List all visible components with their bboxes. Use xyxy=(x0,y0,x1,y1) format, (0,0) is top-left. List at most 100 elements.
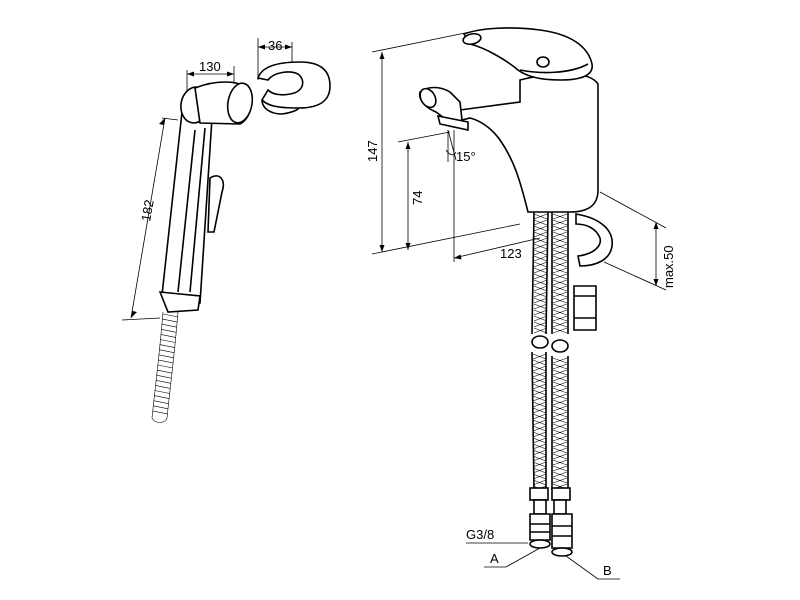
total-height-label: 147 xyxy=(365,140,380,162)
braid-line xyxy=(552,435,568,442)
braid-line xyxy=(532,395,547,402)
braid-line xyxy=(532,449,547,456)
braid-line xyxy=(533,243,548,250)
braid-line xyxy=(552,213,568,220)
braid-line xyxy=(158,354,174,359)
braid-line xyxy=(153,405,169,410)
braid-line xyxy=(532,437,547,444)
braid-line xyxy=(532,371,547,378)
braid-line xyxy=(552,459,568,466)
braid-line xyxy=(552,255,568,262)
braid-line xyxy=(155,385,171,389)
braid-line xyxy=(552,327,568,334)
braid-line xyxy=(552,399,568,406)
braid-line xyxy=(532,461,547,468)
braid-line xyxy=(533,225,548,232)
braid-line xyxy=(532,467,547,474)
braid-line xyxy=(533,219,548,226)
label-b: B xyxy=(603,563,612,578)
spout-height-label: 74 xyxy=(410,191,425,205)
braid-line xyxy=(162,318,178,323)
braid-line xyxy=(552,321,568,328)
braid-line xyxy=(533,315,548,322)
braid-line xyxy=(533,309,548,316)
braid-line xyxy=(532,455,547,462)
braid-line xyxy=(533,267,548,274)
braid-line xyxy=(156,369,173,374)
braid-line xyxy=(552,375,568,382)
label-a: A xyxy=(490,551,499,566)
braid-line xyxy=(160,334,176,338)
braid-line xyxy=(532,377,547,384)
braid-line xyxy=(533,321,548,328)
braid-line xyxy=(162,313,179,318)
hand-shower-dimensions: 130 36 182 xyxy=(121,38,293,321)
braid-line xyxy=(532,413,547,420)
braid-line xyxy=(552,477,568,484)
braid-line xyxy=(532,359,547,366)
braid-line xyxy=(552,405,568,412)
braid-line xyxy=(552,441,568,448)
faucet-dimensions: 147 74 15° 123 max.50 xyxy=(365,31,676,291)
spout-reach-label: 123 xyxy=(500,246,522,261)
braid-line xyxy=(154,395,170,399)
braid-line xyxy=(552,297,568,304)
thread-size-label: G3/8 xyxy=(466,527,494,542)
braid-line xyxy=(160,339,176,343)
braid-line xyxy=(156,374,172,379)
braid-line xyxy=(157,364,173,369)
braid-line xyxy=(552,243,568,250)
braid-line xyxy=(533,327,548,334)
braid-line xyxy=(533,249,548,256)
braid-line xyxy=(161,323,177,328)
braid-line xyxy=(552,465,568,472)
braid-line xyxy=(552,387,568,394)
braid-line xyxy=(157,359,174,364)
holder-depth-label: 36 xyxy=(268,38,282,53)
braid-line xyxy=(533,213,548,220)
braid-line xyxy=(532,401,547,408)
braid-line xyxy=(532,473,547,480)
braid-line xyxy=(161,329,177,333)
braid-line xyxy=(552,231,568,238)
braid-line xyxy=(552,453,568,460)
braid-line xyxy=(532,383,547,390)
connection-labels: G3/8 A B xyxy=(466,527,620,580)
braid-line xyxy=(153,400,169,404)
braid-line xyxy=(552,363,568,370)
braid-line xyxy=(552,291,568,298)
braid-line xyxy=(552,273,568,280)
braid-line xyxy=(533,297,548,304)
braid-line xyxy=(532,365,547,372)
wall-holder xyxy=(256,61,331,115)
braid-line xyxy=(552,423,568,430)
basin-faucet xyxy=(418,27,613,331)
braid-line xyxy=(532,425,547,432)
braid-line xyxy=(532,389,547,396)
braid-line xyxy=(552,219,568,226)
holder-width-label: 130 xyxy=(199,59,221,74)
braid-line xyxy=(552,225,568,232)
braid-line xyxy=(154,390,170,394)
braid-line xyxy=(552,471,568,478)
braid-line xyxy=(533,303,548,310)
braid-line xyxy=(533,255,548,262)
spout-angle-label: 15° xyxy=(456,149,476,164)
braid-line xyxy=(552,249,568,256)
braid-line xyxy=(532,443,547,450)
braid-line xyxy=(552,411,568,418)
braid-line xyxy=(532,353,547,360)
braid-line xyxy=(552,417,568,424)
braid-line xyxy=(532,419,547,426)
braid-line xyxy=(532,431,547,438)
braid-line xyxy=(552,315,568,322)
supply-hoses xyxy=(529,211,573,557)
braid-line xyxy=(552,237,568,244)
braid-line xyxy=(552,303,568,310)
braid-line xyxy=(533,279,548,286)
braid-line xyxy=(552,429,568,436)
braid-line xyxy=(533,261,548,268)
braid-line xyxy=(552,357,568,364)
braid-line xyxy=(533,291,548,298)
